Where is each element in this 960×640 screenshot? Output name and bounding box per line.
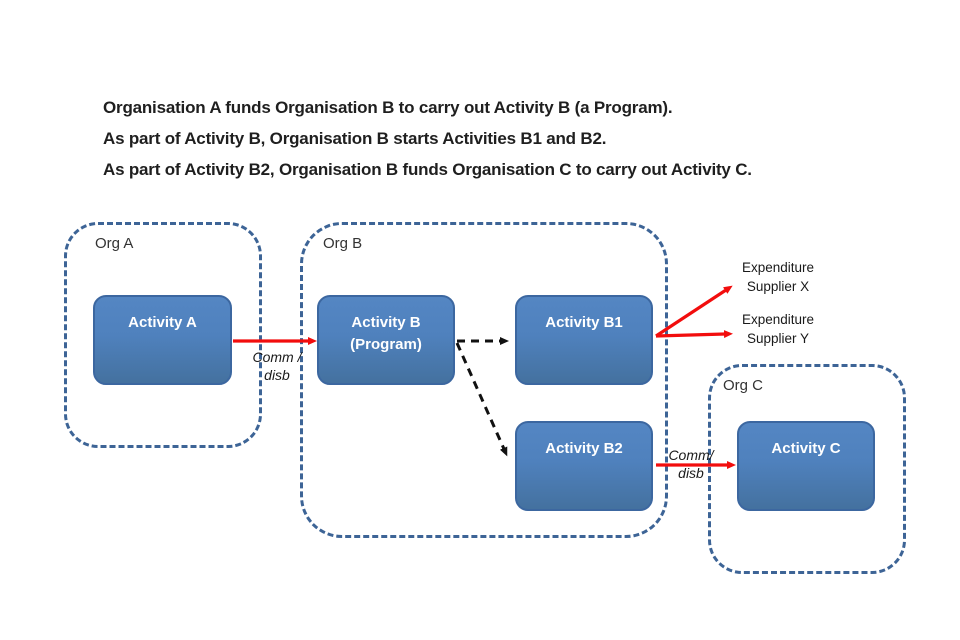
activity-c-label: Activity C — [771, 440, 841, 457]
expenditure-x-line2: Supplier X — [746, 279, 810, 294]
expenditure-y-line1: Expenditure — [741, 312, 815, 327]
activity-b1-label: Activity B1 — [545, 314, 623, 331]
org-b-container: Org B — [300, 222, 668, 538]
org-a-label: Org A — [95, 235, 134, 252]
heading-line-2: As part of Activity B, Organisation B st… — [103, 129, 607, 148]
activity-c-box: Activity C — [737, 421, 875, 511]
org-b-label: Org B — [323, 235, 363, 252]
comm-disb-label-b2-c-line2: disb — [678, 465, 704, 481]
activity-a-box: Activity A — [93, 295, 232, 385]
expenditure-supplier-x-label: Expenditure Supplier X — [726, 258, 830, 296]
activity-b2-label: Activity B2 — [545, 440, 623, 457]
comm-disb-label-a-b-line1: Comm / — [252, 349, 302, 365]
activity-b1-box: Activity B1 — [515, 295, 653, 385]
org-c-label: Org C — [723, 377, 764, 394]
activity-b-box: Activity B (Program) — [317, 295, 455, 385]
activity-b-label: Activity B — [351, 314, 421, 331]
diagram-heading: Organisation A funds Organisation B to c… — [103, 92, 883, 185]
comm-disb-label-a-b: Comm / disb — [243, 348, 311, 384]
comm-disb-label-b2-c: Comm/ disb — [662, 446, 720, 482]
activity-b-sublabel: (Program) — [350, 336, 422, 353]
expenditure-supplier-y-label: Expenditure Supplier Y — [726, 310, 830, 348]
comm-disb-label-a-b-line2: disb — [264, 367, 290, 383]
heading-line-1: Organisation A funds Organisation B to c… — [103, 98, 673, 117]
expenditure-y-line2: Supplier Y — [746, 331, 810, 346]
activity-b2-box: Activity B2 — [515, 421, 653, 511]
comm-disb-label-b2-c-line1: Comm/ — [668, 447, 714, 463]
org-a-container: Org A — [64, 222, 262, 448]
expenditure-x-line1: Expenditure — [741, 260, 815, 275]
heading-line-3: As part of Activity B2, Organisation B f… — [103, 160, 752, 179]
activity-a-label: Activity A — [128, 314, 197, 331]
org-c-container: Org C — [708, 364, 906, 574]
